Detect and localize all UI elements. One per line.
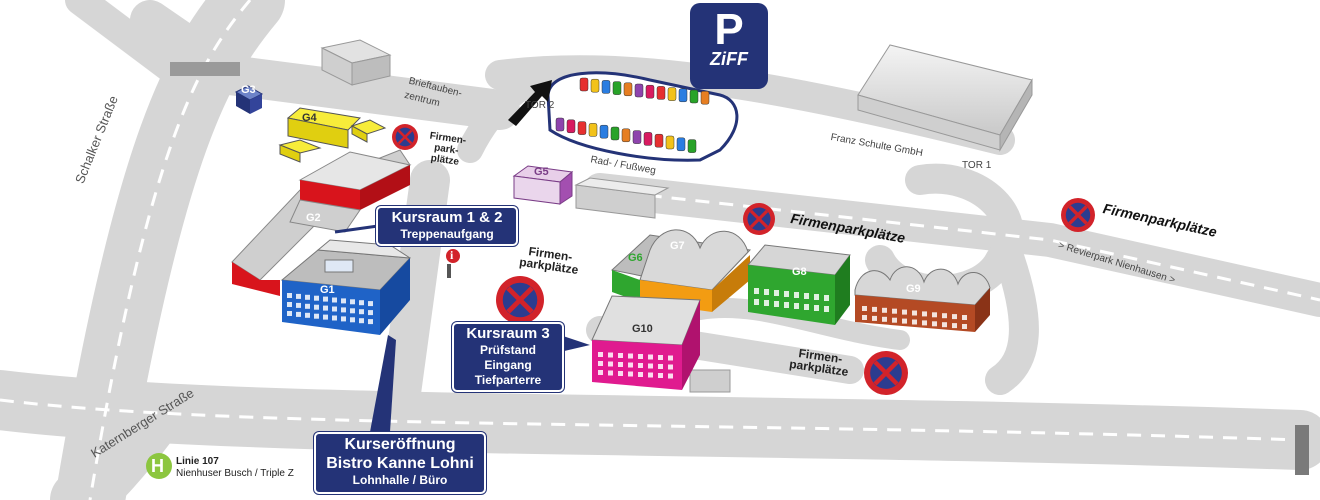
- parked-car: [579, 77, 589, 92]
- callout-kursraum-1-2[interactable]: Kursraum 1 & 2 Treppenaufgang: [376, 206, 518, 246]
- no-parking-sign-3: [743, 203, 775, 235]
- parked-car: [645, 84, 655, 99]
- info-letter: i: [450, 248, 454, 262]
- ziff-parking-lot[interactable]: [546, 71, 739, 162]
- small-building: [689, 369, 731, 393]
- parked-car: [667, 87, 677, 101]
- ziff-parking-sign[interactable]: P ZiFF: [690, 3, 768, 89]
- parked-car: [577, 121, 587, 135]
- building-g10[interactable]: [591, 295, 701, 390]
- no-parking-sign-2: [496, 276, 544, 324]
- g4-label: G4: [302, 112, 317, 124]
- kurseroffnung-sub: Lohnhalle / Büro: [352, 473, 448, 487]
- kursraum12-sub: Treppenaufgang: [400, 227, 494, 241]
- parked-car: [665, 135, 675, 150]
- g9-label: G9: [906, 283, 921, 295]
- kurseroffnung-title1: Kurseröffnung: [344, 436, 456, 453]
- bus-stop-icon[interactable]: [146, 453, 172, 479]
- parked-car: [612, 81, 622, 95]
- callout-kursraum-3[interactable]: Kursraum 3 Prüfstand Eingang Tiefparterr…: [452, 322, 564, 392]
- bus-line-label: Linie 107: [176, 456, 219, 467]
- kursraum3-line2: Eingang: [484, 358, 532, 372]
- parked-car: [555, 117, 565, 132]
- garage-row: [574, 177, 670, 219]
- tor1-label: TOR 1: [962, 160, 992, 171]
- kursraum3-line1: Prüfstand: [479, 343, 536, 357]
- kursraum3-line3: Tiefparterre: [474, 373, 542, 387]
- parked-car: [676, 137, 686, 152]
- g10-label: G10: [632, 323, 653, 335]
- parked-car: [566, 119, 576, 134]
- bridge: [170, 62, 240, 76]
- end-gate: [1295, 425, 1309, 475]
- callout-pointer-kursraum12: [334, 224, 379, 234]
- kurseroffnung-title2: Bistro Kanne Lohni: [326, 455, 474, 472]
- g2-label: G2: [306, 212, 321, 224]
- building-g4[interactable]: [278, 107, 387, 163]
- parked-car: [678, 88, 688, 103]
- kursraum12-title: Kursraum 1 & 2: [391, 209, 503, 226]
- g6-label: G6: [628, 252, 643, 264]
- parked-car: [601, 80, 611, 94]
- callout-pointer-kurseroffnung: [370, 335, 396, 432]
- parked-car: [689, 89, 699, 104]
- g3-label: G3: [241, 84, 256, 96]
- parked-car: [643, 132, 653, 146]
- g8-label: G8: [792, 266, 807, 278]
- kursraum3-title: Kursraum 3: [466, 325, 550, 342]
- parked-car: [687, 139, 697, 153]
- building-g9[interactable]: [854, 266, 991, 332]
- parked-car: [654, 133, 664, 148]
- bus-stop-letter: H: [151, 456, 164, 476]
- building-g7[interactable]: [610, 229, 752, 312]
- building-g5[interactable]: [512, 165, 574, 205]
- parked-car: [590, 78, 600, 93]
- no-parking-sign-5: [1061, 198, 1095, 232]
- parked-car: [621, 128, 631, 143]
- parking-p-letter: P: [714, 5, 744, 54]
- franz-schulte-building: [857, 44, 1033, 152]
- parked-car: [588, 123, 598, 137]
- gate-bar: [447, 264, 451, 278]
- callout-pointer-kursraum3: [560, 335, 590, 352]
- tor2-label: TOR 2: [525, 100, 555, 111]
- building-g2[interactable]: [231, 149, 412, 296]
- parked-car: [623, 82, 633, 97]
- g7-label: G7: [670, 240, 685, 252]
- parked-car: [610, 126, 620, 141]
- ziff-brand-label: ZiFF: [710, 49, 748, 69]
- brieftaubenzentrum-building: [320, 39, 392, 86]
- bus-stops-label: Nienhuser Busch / Triple Z: [176, 468, 294, 479]
- parked-car: [632, 130, 642, 144]
- info-marker[interactable]: [444, 247, 462, 265]
- callout-kurseroffnung[interactable]: Kurseröffnung Bistro Kanne Lohni Lohnhal…: [314, 432, 486, 494]
- building-g8[interactable]: [747, 244, 851, 325]
- parked-car: [634, 83, 644, 98]
- g5-label: G5: [534, 166, 549, 178]
- no-parking-sign-4: [864, 351, 908, 395]
- firmen-a-label: Firmen- park- plätze: [426, 131, 467, 169]
- building-g3[interactable]: [234, 85, 264, 114]
- parked-car: [656, 86, 666, 100]
- building-g1[interactable]: [280, 239, 412, 335]
- parked-car: [599, 124, 609, 139]
- no-parking-sign-1: [392, 124, 418, 150]
- entry-arrow: [508, 80, 552, 126]
- parked-car: [700, 90, 710, 105]
- g1-label: G1: [320, 284, 335, 296]
